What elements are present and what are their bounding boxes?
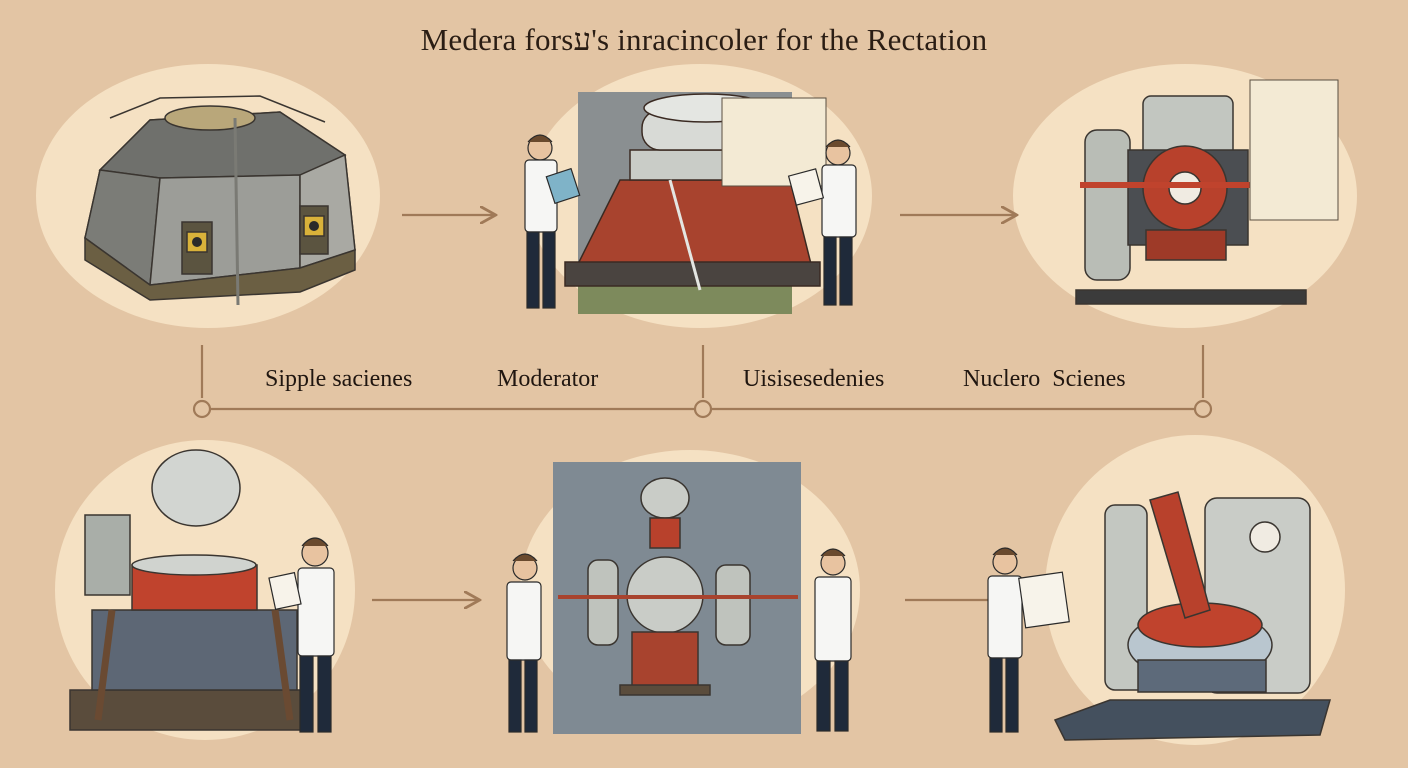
stage-label-2: Moderator (497, 366, 599, 392)
stage-label-1: Sipple sacienes (265, 366, 413, 392)
timeline-node-icon (192, 399, 212, 419)
separation-column (558, 477, 798, 696)
pressure-vessel (69, 449, 306, 731)
scientist-figure (814, 548, 852, 732)
reactor-assembly (1075, 95, 1325, 305)
scientist-figure (524, 134, 581, 309)
scientist-figure (506, 553, 542, 733)
radiation-icon (192, 221, 319, 247)
schematic-board (1249, 79, 1339, 221)
scientist-figure (268, 537, 335, 733)
page-title: Medera forsע's inracincoler for the Rect… (420, 22, 988, 57)
clipboard-icon (268, 571, 302, 611)
reactor-core (1053, 491, 1331, 741)
clipboard-icon (1018, 571, 1070, 629)
stage-label-4: Nuclero Scienes (963, 366, 1126, 392)
timeline-node-icon (1193, 399, 1213, 419)
containment-building (84, 95, 356, 306)
stage-label-3: Uisisesedenies (743, 366, 885, 392)
scientist-figure (987, 547, 1070, 733)
scientist-figure (787, 139, 857, 306)
timeline-node-icon (693, 399, 713, 419)
clipboard-icon (787, 168, 825, 206)
timeline (192, 345, 1213, 419)
